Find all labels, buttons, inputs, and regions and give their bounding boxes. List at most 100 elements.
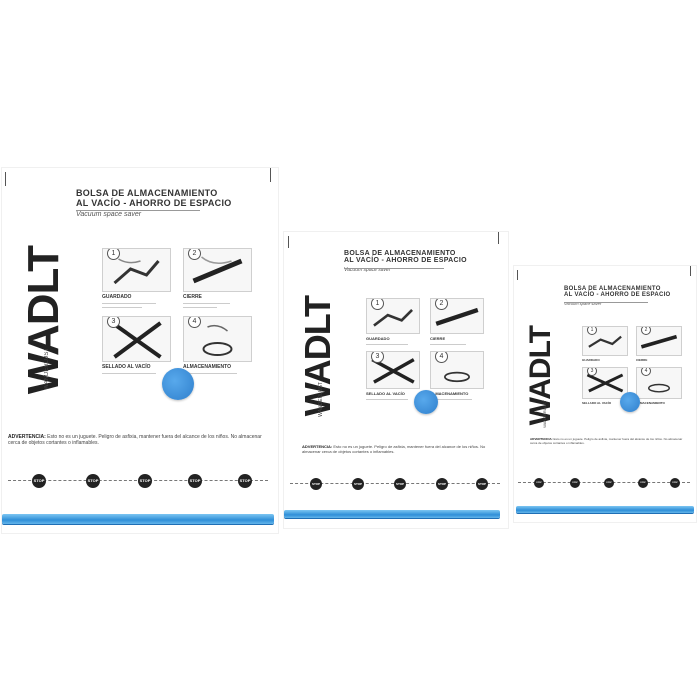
step-illustration: 3	[366, 351, 420, 389]
step-number: 1	[371, 299, 384, 310]
zipper-strip	[516, 506, 694, 513]
step-label: CIERRE	[183, 294, 202, 300]
step-illustration: 1	[102, 248, 171, 292]
bag-subtitle: Vacuum space saver	[564, 301, 602, 306]
step-3: 3 SELLADO AL VACÍO	[582, 367, 628, 405]
hang-mark	[690, 266, 691, 276]
warning-body: Esto no es un juguete. Peligro de asfixi…	[530, 437, 683, 445]
stop-marker: STOP	[394, 478, 406, 490]
step-illustration: 3	[582, 367, 628, 399]
step-illustration: 2	[636, 326, 682, 356]
stop-marker: STOP	[670, 478, 680, 488]
step-label: GUARDADO	[102, 294, 132, 300]
step-illustration: 4	[636, 367, 682, 399]
vacuum-bag-large: BOLSA DE ALMACENAMIENTO AL VACÍO - AHORR…	[2, 168, 278, 533]
step-4: 4 ALMACENAMIENTO	[430, 351, 484, 400]
valve-icon	[414, 390, 438, 414]
title-line-2: AL VACÍO - AHORRO DE ESPACIO	[344, 257, 467, 264]
step-label: ALMACENAMIENTO	[430, 391, 469, 396]
step-label: SELLADO AL VACÍO	[582, 401, 612, 405]
step-illustration: 4	[183, 316, 252, 362]
stop-marker: STOP	[32, 474, 46, 488]
brand-name: WANDERLUST	[542, 400, 547, 428]
stop-line: STOP STOP STOP STOP STOP	[518, 478, 690, 488]
step-illustration: 4	[430, 351, 484, 389]
step-illustration: 3	[102, 316, 171, 362]
title-rule	[564, 302, 648, 303]
step-4: 4 ALMACENAMIENTO	[636, 367, 682, 405]
zipper-clip-icon	[640, 334, 678, 349]
title-line-2: AL VACÍO - AHORRO DE ESPACIO	[564, 292, 671, 298]
stop-marker: STOP	[138, 474, 152, 488]
stop-marker: STOP	[436, 478, 448, 490]
zipper-strip	[2, 514, 274, 524]
instruction-steps: 1 GUARDADO 2 CIERRE 3	[366, 298, 484, 400]
step-label: SELLADO AL VACÍO	[102, 364, 151, 370]
title-rule	[76, 210, 200, 211]
step-1: 1 GUARDADO	[102, 248, 171, 308]
step-number: 3	[371, 352, 384, 363]
warning-text: ADVERTENCIA: Esto no es un juguete. Peli…	[302, 444, 502, 454]
title-line-1: BOLSA DE ALMACENAMIENTO	[564, 286, 661, 292]
step-label: GUARDADO	[582, 358, 600, 362]
step-number: 1	[587, 327, 597, 335]
stop-marker: STOP	[352, 478, 364, 490]
title-line-2: AL VACÍO - AHORRO DE ESPACIO	[76, 198, 232, 208]
hand-icon	[373, 309, 413, 327]
step-1: 1 GUARDADO	[582, 326, 628, 362]
stop-marker: STOP	[534, 478, 544, 488]
hang-mark	[517, 270, 518, 280]
valve-icon	[620, 392, 640, 412]
step-4: 4 ALMACENAMIENTO	[183, 316, 252, 374]
stop-marker: STOP	[310, 478, 322, 490]
step-label: SELLADO AL VACÍO	[366, 391, 405, 396]
title-line-1: BOLSA DE ALMACENAMIENTO	[76, 188, 218, 198]
step-illustration: 2	[183, 248, 252, 292]
step-number: 3	[107, 317, 120, 328]
bag-subtitle: Vacuum space saver	[76, 211, 142, 218]
step-number: 2	[435, 299, 448, 310]
zipper-strip	[284, 510, 500, 518]
vacuum-bag-small: BOLSA DE ALMACENAMIENTO AL VACÍO - AHORR…	[514, 266, 696, 522]
hand-icon	[113, 258, 160, 285]
storage-icon	[444, 371, 470, 383]
instruction-steps: 1 GUARDADO 2 CIERRE 3 SE	[582, 326, 682, 405]
bag-title: BOLSA DE ALMACENAMIENTO AL VACÍO - AHORR…	[564, 286, 671, 306]
hang-mark	[498, 232, 499, 244]
step-3: 3 SELLADO AL VACÍO	[102, 316, 171, 374]
warning-text: ADVERTENCIA: Esto no es un juguete. Peli…	[8, 434, 272, 447]
step-number: 4	[641, 368, 651, 376]
hang-mark	[270, 168, 271, 182]
warning-body: Esto no es un juguete. Peligro de asfixi…	[8, 434, 262, 447]
step-3: 3 SELLADO AL VACÍO	[366, 351, 420, 400]
title-line-1: BOLSA DE ALMACENAMIENTO	[344, 250, 456, 257]
instruction-steps: 1 GUARDADO 2 CIERRE	[102, 248, 252, 374]
zipper-clip-icon	[192, 256, 243, 284]
warning-label: ADVERTENCIA:	[302, 444, 333, 449]
step-label: CIERRE	[636, 358, 648, 362]
brand-logo: WADLT	[524, 326, 557, 426]
hang-mark	[5, 172, 6, 186]
step-2: 2 CIERRE	[430, 298, 484, 345]
stop-marker: STOP	[476, 478, 488, 490]
cross-icon	[586, 373, 624, 393]
step-number: 1	[107, 249, 120, 260]
stop-marker: STOP	[188, 474, 202, 488]
bag-title: BOLSA DE ALMACENAMIENTO AL VACÍO - AHORR…	[76, 188, 232, 218]
warning-body: Esto no es un juguete. Peligro de asfixi…	[302, 444, 486, 454]
hand-icon	[588, 335, 622, 348]
brand-name: WANDERLUST	[318, 382, 324, 417]
cross-icon	[371, 358, 415, 384]
step-number: 4	[188, 317, 201, 328]
step-label: ALMACENAMIENTO	[183, 364, 231, 370]
step-1: 1 GUARDADO	[366, 298, 420, 345]
stop-marker: STOP	[238, 474, 252, 488]
step-label: GUARDADO	[366, 336, 390, 341]
warning-label: ADVERTENCIA:	[530, 437, 553, 441]
step-label: ALMACENAMIENTO	[636, 401, 665, 405]
hang-mark	[288, 236, 289, 248]
stop-marker: STOP	[604, 478, 614, 488]
storage-icon	[202, 324, 233, 356]
stop-line: STOP STOP STOP STOP STOP	[8, 474, 268, 488]
zipper-clip-icon	[435, 307, 479, 326]
